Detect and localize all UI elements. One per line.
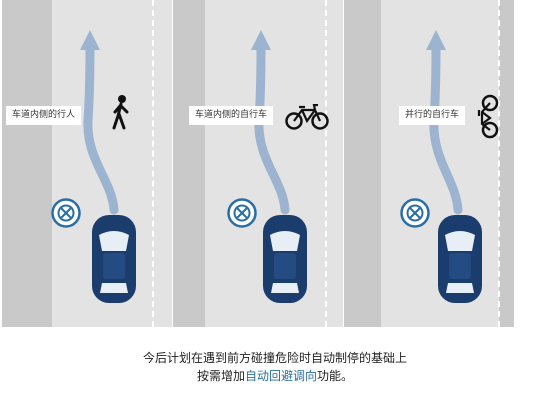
caption-line-2: 按需增加自动回避调向功能。 (95, 367, 455, 385)
avoidance-path-arrow (426, 30, 463, 215)
scene-panel-bicycle-parallel: 并行的自行车 (344, 0, 514, 327)
lane-strip (173, 0, 205, 327)
lane-strip (344, 0, 381, 327)
lane-marking (325, 0, 327, 327)
car-icon (438, 215, 482, 303)
scene-label: 车道内侧的自行车 (189, 106, 274, 125)
caption-suffix: 功能。 (317, 369, 354, 383)
caption-prefix: 按需增加 (196, 369, 245, 383)
lane-marking (152, 0, 154, 327)
bicycle-icon (477, 94, 499, 139)
caption: 今后计划在遇到前方碰撞危险时自动制停的基础上 按需增加自动回避调向功能。 (95, 349, 455, 385)
collision-avoidance-icon (51, 198, 81, 228)
scene-label: 车道内侧的行人 (6, 106, 82, 125)
car-icon (263, 215, 307, 303)
scene-panel-pedestrian: 车道内侧的行人 (2, 0, 172, 327)
lane-marking (498, 0, 500, 327)
lane-strip (2, 0, 52, 327)
scene-label: 并行的自行车 (399, 106, 466, 125)
caption-highlight: 自动回避调向 (244, 369, 317, 383)
collision-avoidance-icon (227, 198, 257, 228)
avoidance-path-arrow (251, 30, 290, 215)
pedestrian-icon (112, 95, 129, 130)
collision-avoidance-icon (400, 198, 430, 228)
caption-line-1: 今后计划在遇到前方碰撞危险时自动制停的基础上 (142, 351, 407, 365)
bicycle-icon (285, 104, 329, 130)
car-icon (92, 215, 136, 303)
lane-strip (499, 0, 514, 327)
scene-panel-bicycle-inner: 车道内侧的自行车 (173, 0, 343, 327)
avoidance-path-arrow (80, 30, 119, 215)
